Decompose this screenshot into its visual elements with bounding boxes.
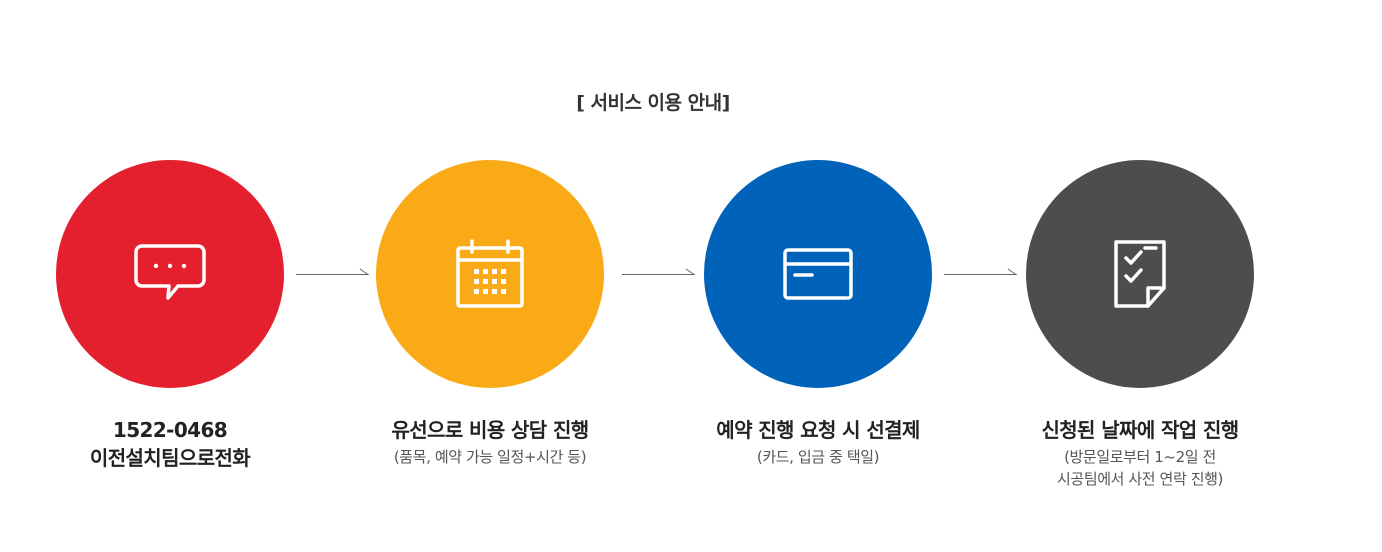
step-call: 1522-0468 이전설치팀으로전화: [56, 160, 284, 470]
credit-card-icon: [783, 248, 853, 300]
step-title: 유선으로 비용 상담 진행: [391, 418, 589, 442]
arrow-icon: [944, 268, 1018, 275]
step-description: (카드, 입금 중 택일): [756, 448, 880, 466]
step-description: (품목, 예약 가능 일정+시간 등): [393, 448, 587, 466]
step-description: 시공팀에서 사전 연락 진행): [1057, 470, 1223, 488]
step-circle: [704, 160, 932, 388]
step-title: 예약 진행 요청 시 선결제: [716, 418, 920, 442]
step-circle: [376, 160, 604, 388]
step-title: 이전설치팀으로전화: [89, 446, 251, 470]
step-consult: 유선으로 비용 상담 진행 (품목, 예약 가능 일정+시간 등): [376, 160, 604, 466]
arrow-icon: [622, 268, 696, 275]
calendar-icon: [456, 239, 524, 308]
step-description: (방문일로부터 1~2일 전: [1064, 448, 1216, 466]
step-payment: 예약 진행 요청 시 선결제 (카드, 입금 중 택일): [704, 160, 932, 466]
chat-bubble-icon: [134, 244, 206, 300]
step-circle: [56, 160, 284, 388]
checklist-icon: [1114, 240, 1166, 308]
arrow-icon: [296, 268, 370, 275]
section-title: [ 서비스 이용 안내]: [576, 92, 730, 114]
step-circle: [1026, 160, 1254, 388]
step-title: 신청된 날짜에 작업 진행: [1041, 418, 1239, 442]
step-title: 1522-0468: [112, 418, 228, 442]
step-work: 신청된 날짜에 작업 진행 (방문일로부터 1~2일 전 시공팀에서 사전 연락…: [1026, 160, 1254, 488]
